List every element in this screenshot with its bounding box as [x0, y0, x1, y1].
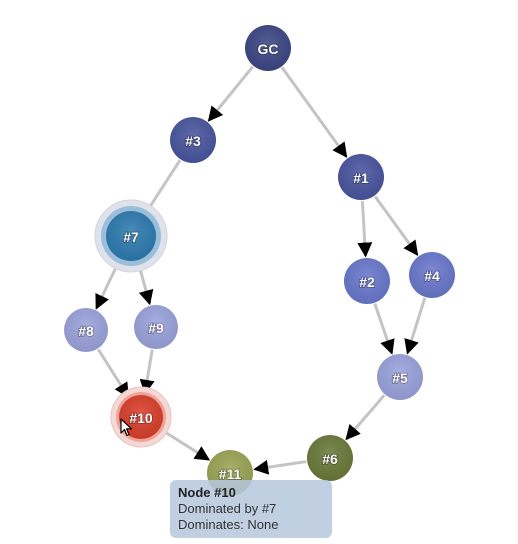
graph-node-n9[interactable]: #9: [134, 305, 178, 349]
edge-n9-n10: [139, 349, 155, 395]
node-shine-n9: [134, 305, 178, 349]
node-shine-n3: [170, 117, 216, 163]
edge-n1-n4: [373, 195, 419, 256]
node-shine-n7: [106, 211, 156, 261]
graph-node-n3[interactable]: #3: [170, 117, 216, 163]
graph-node-n1[interactable]: #1: [338, 154, 384, 200]
edge-n10-n11: [159, 427, 211, 461]
node-label-n2: #2: [359, 274, 375, 290]
node-label-n10: #10: [129, 410, 153, 426]
edge-n2-n5: [373, 303, 395, 355]
arrow-cursor-icon: [120, 418, 133, 437]
node-shine-n2: [344, 258, 390, 304]
graph-node-n4[interactable]: #4: [409, 252, 455, 298]
node-label-n9: #9: [148, 320, 164, 336]
node-label-n5: #5: [392, 370, 408, 386]
edge-GC-n1: [280, 66, 348, 158]
node-label-n6: #6: [322, 451, 338, 467]
node-label-n3: #3: [185, 133, 201, 149]
graph-node-n8[interactable]: #8: [64, 308, 108, 352]
edge-n1-n2: [357, 200, 373, 258]
edge-n8-n10: [97, 348, 130, 398]
nodes-layer: GC #3 #1 #7 #2 #4 #8 #9 #5 #10 #6 #11: [64, 25, 455, 496]
node-label-GC: GC: [258, 41, 279, 57]
tooltip-dominated-by: Dominated by #7: [178, 501, 277, 516]
node-label-n4: #4: [424, 268, 440, 284]
graph-node-GC[interactable]: GC: [245, 25, 291, 71]
tooltip-title: Node #10: [178, 485, 236, 500]
node-shine-n8: [64, 308, 108, 352]
node-label-n8: #8: [78, 323, 94, 339]
node-label-n7: #7: [123, 229, 139, 245]
tooltip-dominates: Dominates: None: [178, 517, 279, 532]
node-shine-n6: [307, 435, 353, 481]
edge-n6-n11: [253, 459, 307, 475]
node-shine-GC: [245, 25, 291, 71]
node-shine-n1: [338, 154, 384, 200]
edge-n3-n7: [144, 159, 182, 215]
node-shine-n4: [409, 252, 455, 298]
edge-GC-n3: [207, 65, 254, 122]
edges-layer: [95, 65, 427, 475]
node-tooltip: Node #10 Dominated by #7 Dominates: None: [170, 480, 332, 538]
edge-n5-n6: [345, 394, 386, 441]
node-label-n1: #1: [353, 170, 369, 186]
graph-node-n7[interactable]: #7: [106, 211, 156, 261]
graph-node-n6[interactable]: #6: [307, 435, 353, 481]
node-shine-n5: [377, 354, 423, 400]
node-label-n11: #11: [219, 466, 242, 482]
graph-node-n5[interactable]: #5: [377, 354, 423, 400]
graph-node-n2[interactable]: #2: [344, 258, 390, 304]
edge-n4-n5: [404, 297, 427, 355]
